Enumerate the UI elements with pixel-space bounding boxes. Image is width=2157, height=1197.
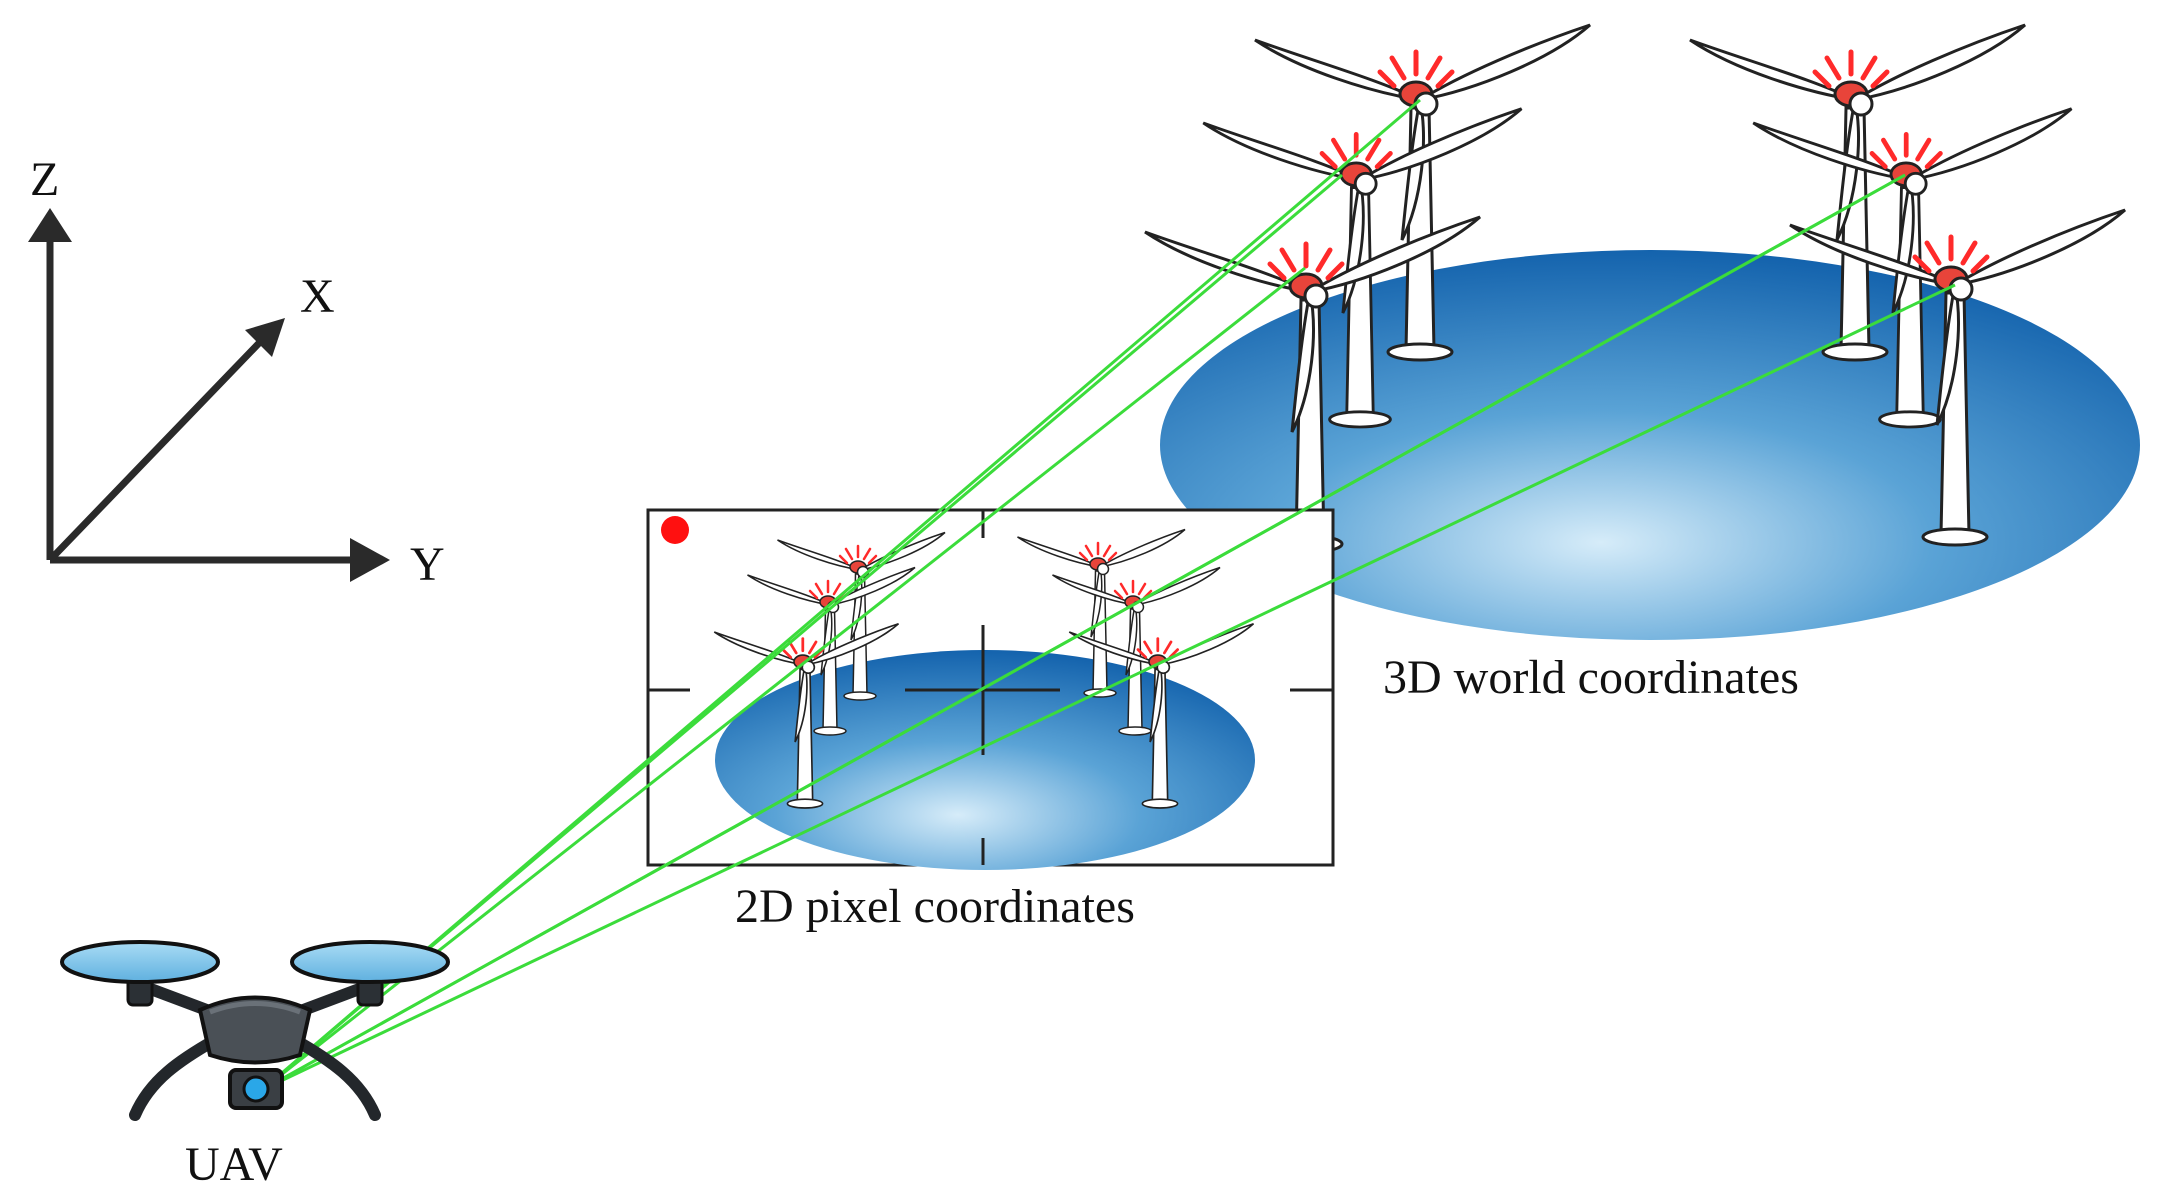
pixel-coordinates-caption: 2D pixel coordinates	[735, 880, 1135, 933]
coordinate-axes: Z X Y	[28, 153, 445, 591]
image-plane	[648, 510, 1333, 870]
world-coordinates-caption: 3D world coordinates	[1383, 651, 1799, 704]
y-axis-label: Y	[410, 538, 445, 591]
uav-caption: UAV	[185, 1138, 283, 1191]
x-axis-label: X	[300, 270, 335, 323]
z-axis-label: Z	[30, 153, 59, 206]
record-dot-icon	[661, 516, 689, 544]
